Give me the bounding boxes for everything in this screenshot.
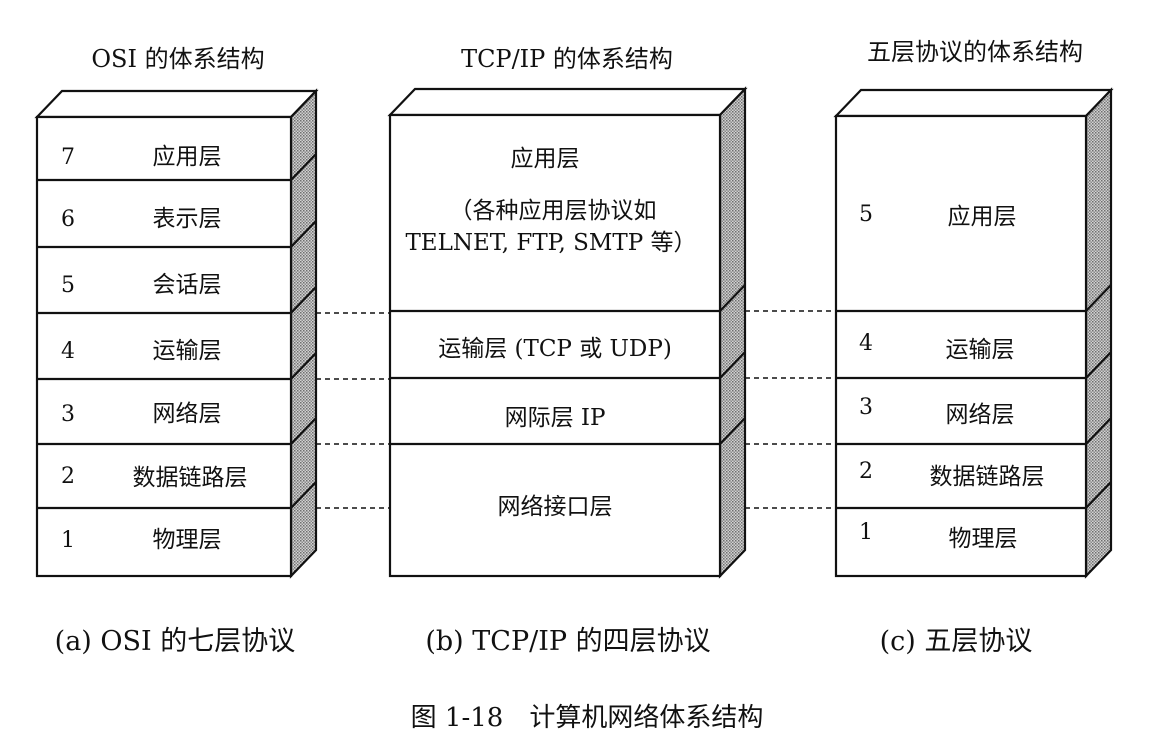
five-top-face xyxy=(833,88,1114,118)
side-divider xyxy=(1085,284,1112,312)
side-divider xyxy=(290,286,317,314)
layer-name: 物理层 xyxy=(949,526,1018,552)
osi-caption: (a) OSI 的七层协议 xyxy=(55,626,296,657)
layer-name: 运输层 xyxy=(946,337,1015,363)
layer-name: 运输层 xyxy=(153,338,222,364)
dashed-connectors xyxy=(316,310,836,509)
side-divider xyxy=(290,481,317,509)
layer-number: 7 xyxy=(61,145,75,170)
tcpip-header: TCP/IP 的体系结构 xyxy=(461,45,673,73)
side-divider xyxy=(1085,481,1112,509)
osi-front-face xyxy=(35,115,293,578)
layer-name: 应用层 xyxy=(511,146,580,172)
five-layer-2: 2 数据链路层 xyxy=(859,459,1045,490)
layer-number: 3 xyxy=(61,402,75,427)
side-divider xyxy=(719,417,746,445)
layer-name: 网络接口层 xyxy=(498,494,613,520)
osi-stack: OSI 的体系结构 7 应用层 6 表示层 5 会话层 4 运输层 3 xyxy=(34,45,319,579)
layer-number: 4 xyxy=(61,339,75,364)
layer-number: 2 xyxy=(61,464,75,489)
layer-note-line: （各种应用层协议如 xyxy=(450,198,657,224)
osi-header: OSI 的体系结构 xyxy=(91,45,264,73)
layer-number: 6 xyxy=(61,207,75,232)
layer-number: 3 xyxy=(859,395,873,420)
five-layer-3: 3 网络层 xyxy=(859,395,1015,428)
osi-layer-6: 6 表示层 xyxy=(61,206,222,232)
osi-layer-5: 5 会话层 xyxy=(61,272,222,298)
tcpip-stack: TCP/IP 的体系结构 应用层 （各种应用层协议如 TELNET, FTP, … xyxy=(387,45,748,579)
layer-number: 4 xyxy=(859,331,873,356)
tcpip-layer-transport: 运输层 (TCP 或 UDP) xyxy=(438,336,672,362)
layer-name: 应用层 xyxy=(948,204,1017,230)
tcpip-layer-internet: 网际层 IP xyxy=(505,405,606,431)
tcpip-front-face xyxy=(388,113,722,578)
tcpip-layer-application: 应用层 （各种应用层协议如 TELNET, FTP, SMTP 等） xyxy=(405,146,696,256)
side-divider xyxy=(1085,351,1112,379)
osi-layer-4: 4 运输层 xyxy=(61,338,222,364)
layer-name: 物理层 xyxy=(153,527,222,553)
tcpip-caption: (b) TCP/IP 的四层协议 xyxy=(425,626,710,657)
tcpip-side-face xyxy=(718,86,747,579)
side-divider xyxy=(1085,417,1112,445)
side-divider xyxy=(290,417,317,445)
five-caption: (c) 五层协议 xyxy=(880,626,1033,657)
five-layer-1: 1 物理层 xyxy=(859,520,1018,552)
layer-number: 2 xyxy=(859,459,873,484)
five-layer-5: 5 应用层 xyxy=(859,202,1017,230)
five-front-face xyxy=(834,114,1088,578)
layer-note-line: TELNET, FTP, SMTP 等） xyxy=(405,230,696,256)
five-layer-stack: 五层协议的体系结构 5 应用层 4 运输层 3 网络层 2 数据链路层 1 xyxy=(833,38,1114,579)
layer-name: 应用层 xyxy=(153,144,222,170)
layer-name: 运输层 (TCP 或 UDP) xyxy=(438,336,672,362)
layer-number: 1 xyxy=(859,520,873,545)
side-divider xyxy=(290,220,317,248)
osi-top-face xyxy=(34,89,319,119)
side-divider xyxy=(290,153,317,181)
tcpip-layer-network-interface: 网络接口层 xyxy=(498,494,613,520)
layer-name: 数据链路层 xyxy=(930,464,1045,490)
side-divider xyxy=(290,352,317,380)
layer-name: 网络层 xyxy=(946,402,1015,428)
layer-number: 1 xyxy=(61,528,75,553)
layer-name: 网际层 IP xyxy=(505,405,606,431)
layer-name: 网络层 xyxy=(153,401,222,427)
osi-layer-2: 2 数据链路层 xyxy=(61,464,248,491)
layer-name: 表示层 xyxy=(153,206,222,232)
osi-layer-3: 3 网络层 xyxy=(61,401,222,427)
layer-name: 会话层 xyxy=(153,272,222,298)
side-divider xyxy=(719,284,746,312)
five-header: 五层协议的体系结构 xyxy=(867,38,1083,66)
layer-name: 数据链路层 xyxy=(133,465,248,491)
figure-caption: 图 1-18 计算机网络体系结构 xyxy=(411,703,764,733)
osi-layer-7: 7 应用层 xyxy=(61,144,222,170)
osi-layer-1: 1 物理层 xyxy=(61,527,222,553)
tcpip-top-face xyxy=(387,87,748,117)
side-divider xyxy=(719,351,746,379)
layer-number: 5 xyxy=(61,273,75,298)
five-layer-4: 4 运输层 xyxy=(859,331,1015,363)
layer-number: 5 xyxy=(859,202,873,227)
